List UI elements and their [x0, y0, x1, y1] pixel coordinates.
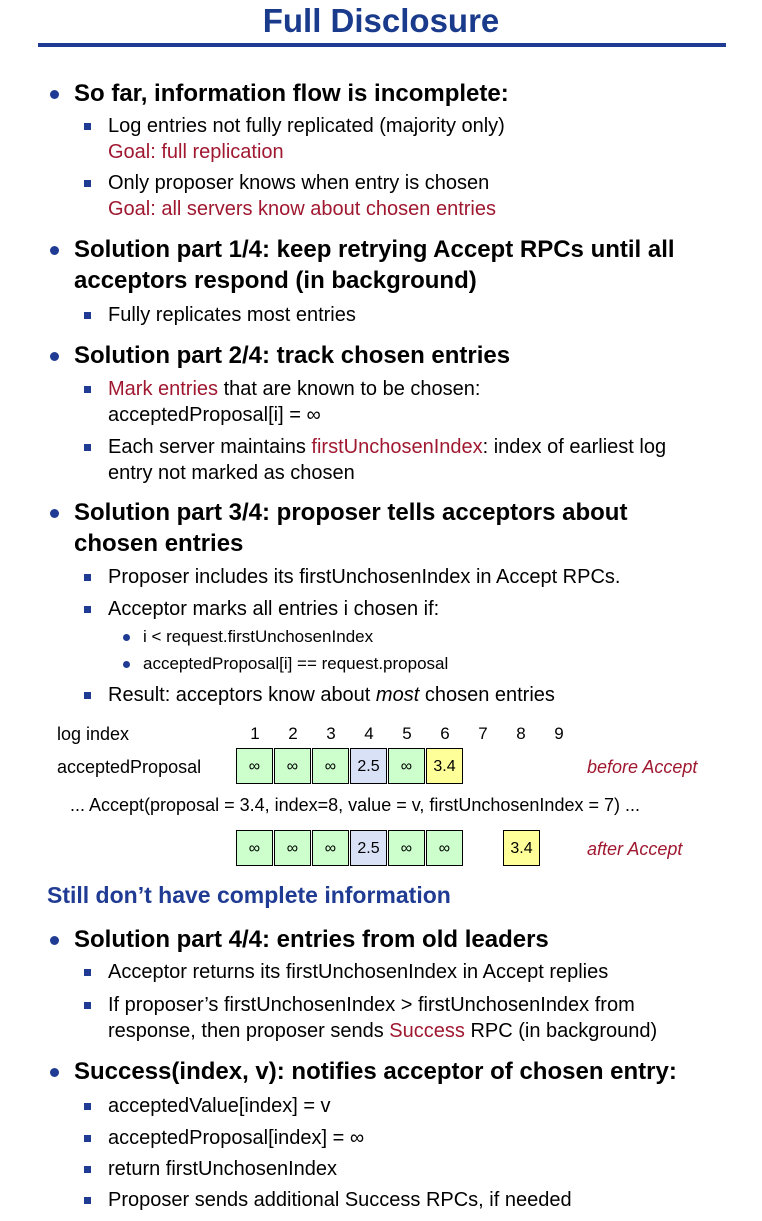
bullet-text: Proposer sends additional Success RPCs, …: [108, 1189, 572, 1211]
after-accept-note: after Accept: [587, 839, 683, 859]
after-cell-6: ∞: [426, 830, 463, 866]
log-index-5: 5: [402, 724, 412, 743]
log-index-4: 4: [364, 724, 374, 743]
bullet-text: Acceptor marks all entries i chosen if:: [108, 598, 440, 620]
bullet-square: [84, 1135, 91, 1142]
bullet-text: acceptedValue[index] = v: [108, 1095, 331, 1117]
before-cell-1: ∞: [236, 748, 273, 784]
bullet-text: Each server maintains: [108, 436, 312, 458]
log-index-6: 6: [440, 724, 450, 743]
bullet-text: RPC (in background): [464, 1019, 658, 1042]
highlight-text: Success: [389, 1019, 465, 1042]
bullet-dot: [50, 509, 59, 518]
bullet-text: that are known to be chosen:: [218, 378, 481, 400]
formula-text: acceptedProposal[i] = ∞: [108, 403, 321, 426]
bullet-text: So far, information flow is incomplete:: [74, 80, 509, 107]
log-index-8: 8: [516, 724, 526, 743]
before-accept-note: before Accept: [587, 757, 698, 777]
bullet-square: [84, 606, 91, 613]
log-index-7: 7: [478, 724, 488, 743]
accept-message: ... Accept(proposal = 3.4, index=8, valu…: [70, 795, 640, 815]
before-cell-3: ∞: [312, 748, 349, 784]
bullet-dot: [123, 661, 130, 668]
after-cell-2: ∞: [274, 830, 311, 866]
subheading: Still don’t have complete information: [47, 882, 451, 908]
after-cell-3: ∞: [312, 830, 349, 866]
bullet-text: Success(index, v): notifies acceptor of …: [74, 1058, 677, 1085]
bullet-square: [84, 574, 91, 581]
before-cell-4: 2.5: [350, 748, 387, 784]
log-index-3: 3: [326, 724, 336, 743]
bullet-text: acceptedProposal[i] == request.proposal: [143, 654, 449, 673]
bullet-text: Fully replicates most entries: [108, 304, 356, 326]
bullet-square: [84, 1103, 91, 1110]
bullet-text: Solution part 4/4: entries from old lead…: [74, 926, 549, 953]
bullet-dot: [50, 352, 59, 361]
bullet-square: [84, 444, 91, 451]
log-index-1: 1: [250, 724, 260, 743]
bullet-text: i < request.firstUnchosenIndex: [143, 627, 374, 646]
bullet-dot: [50, 936, 59, 945]
bullet-text: acceptedProposal[index] = ∞: [108, 1127, 365, 1149]
highlight-text: Mark entries: [108, 378, 219, 400]
bullet-text: Solution part 3/4: proposer tells accept…: [74, 499, 628, 557]
bullet-dot: [123, 634, 130, 641]
bullet-dot: [50, 90, 59, 99]
accepted-proposal-label: acceptedProposal: [57, 757, 202, 777]
before-cell-5: ∞: [388, 748, 425, 784]
after-cell-8: 3.4: [503, 830, 540, 866]
bullet-text: : index of earliest log entry not marked…: [108, 436, 667, 484]
goal-text: Goal: full replication: [108, 140, 284, 163]
after-cell-4: 2.5: [350, 830, 387, 866]
highlight-text: firstUnchosenIndex: [311, 436, 483, 458]
bullet-text: If proposer’s firstUnchosenIndex > first…: [108, 994, 635, 1042]
bullet-square: [84, 123, 91, 130]
bullet-square: [84, 1197, 91, 1204]
bullet-square: [84, 1002, 91, 1009]
bullet-text: Log entries not fully replicated (majori…: [108, 115, 505, 137]
before-cell-6: 3.4: [426, 748, 463, 784]
bullet-square: [84, 386, 91, 393]
bullet-text: Solution part 1/4: keep retrying Accept …: [74, 236, 675, 294]
slide-title: Full Disclosure: [262, 2, 500, 39]
title-rule: [38, 43, 726, 47]
bullet-square: [84, 312, 91, 319]
bullet-text: chosen entries: [419, 684, 555, 706]
emphasis-text: most: [375, 684, 420, 706]
bullet-text: Result: acceptors know about: [108, 684, 376, 706]
bullet-text: Proposer includes its firstUnchosenIndex…: [108, 566, 621, 588]
bullet-square: [84, 969, 91, 976]
bullet-square: [84, 1166, 91, 1173]
log-index-2: 2: [288, 724, 298, 743]
before-cell-2: ∞: [274, 748, 311, 784]
after-cell-1: ∞: [236, 830, 273, 866]
bullet-text: Only proposer knows when entry is chosen: [108, 172, 490, 194]
goal-text: Goal: all servers know about chosen entr…: [108, 197, 496, 220]
bullet-text: return firstUnchosenIndex: [108, 1158, 338, 1180]
log-index-9: 9: [554, 724, 564, 743]
bullet-text: Acceptor returns its firstUnchosenIndex …: [108, 961, 609, 983]
bullet-text: Solution part 2/4: track chosen entries: [74, 342, 511, 369]
bullet-square: [84, 692, 91, 699]
after-cell-5: ∞: [388, 830, 425, 866]
bullet-square: [84, 180, 91, 187]
log-index-label: log index: [57, 724, 130, 744]
bullet-dot: [50, 1068, 59, 1077]
bullet-dot: [50, 246, 59, 255]
